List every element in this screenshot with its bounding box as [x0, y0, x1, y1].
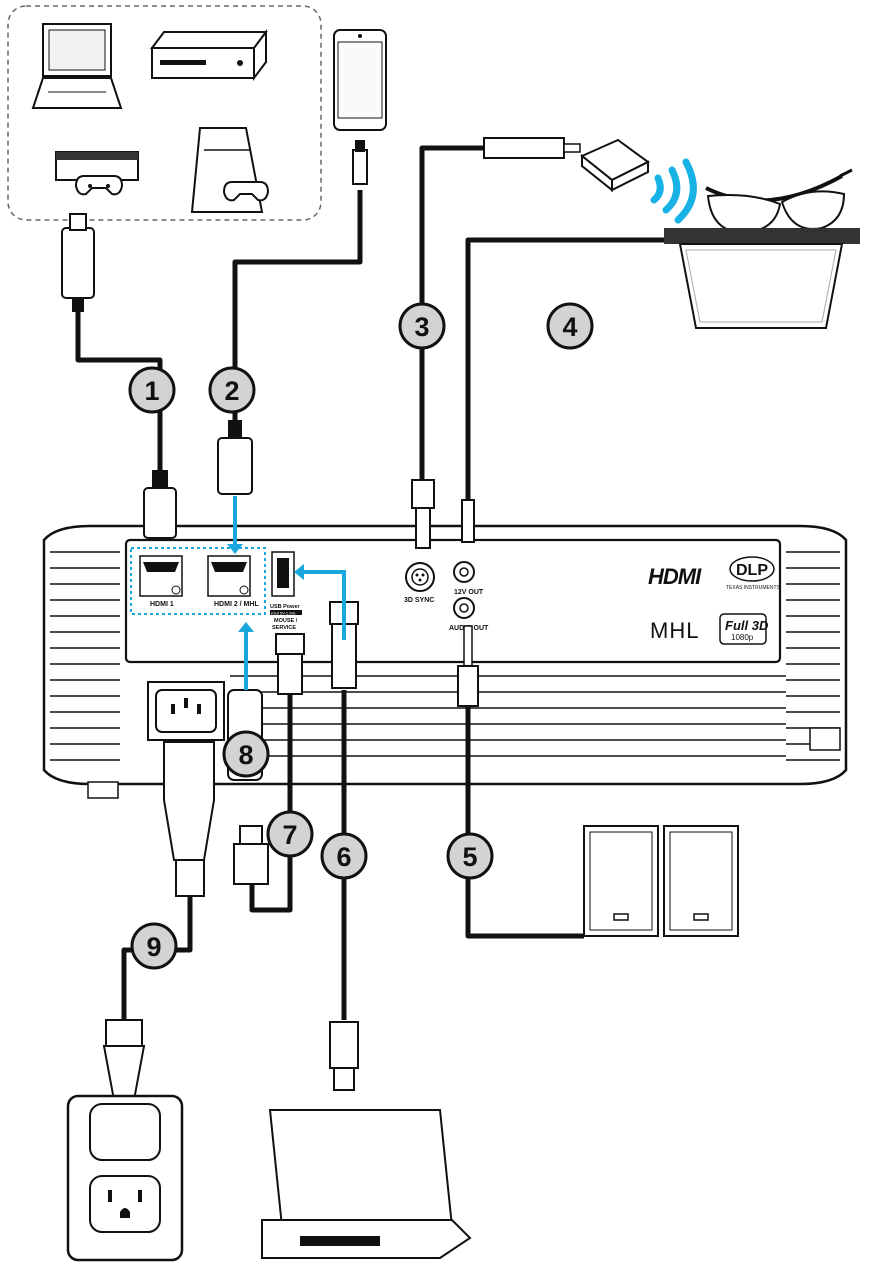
svg-text:1: 1	[144, 376, 159, 406]
badge-5: 5	[446, 832, 494, 880]
hdmi1-port-label: HDMI 1	[150, 601, 174, 608]
callout-badges: 1 2 3 4 5 6 7 8 9	[128, 302, 594, 970]
hdmi-cable-end-projector	[143, 470, 177, 539]
usb-power-port[interactable]	[271, 551, 295, 597]
svg-text:9: 9	[146, 932, 161, 962]
badge-2: 2	[208, 366, 256, 414]
usb-power-rating: (Out 5V-1.5A)	[271, 610, 296, 615]
usb-cable-plug-7	[233, 633, 305, 885]
3d-sync-label: 3D SYNC	[404, 597, 434, 604]
svg-text:2: 2	[224, 376, 239, 406]
power-cable-plug	[163, 741, 215, 897]
hdmi-logo: HDMI	[648, 564, 702, 589]
service-label: SERVICE	[272, 625, 296, 631]
badge-9: 9	[130, 922, 178, 970]
svg-text:6: 6	[336, 842, 351, 872]
dlp-logo: DLP TEXAS INSTRUMENTS	[726, 556, 781, 591]
3d-glasses-icon	[705, 168, 853, 234]
game-console-2-icon	[190, 127, 270, 213]
wall-outlet-icon	[66, 1094, 184, 1262]
hdmi2-mhl-port-label: HDMI 2 / MHL	[214, 601, 259, 608]
svg-text:7: 7	[282, 820, 297, 850]
wireless-signal-icon	[650, 158, 697, 224]
hdmi-port-highlight	[130, 547, 266, 615]
usb-power-rating-bg	[270, 610, 302, 615]
source-devices-group	[7, 5, 322, 221]
power-socket[interactable]	[147, 681, 225, 741]
game-console-icon	[55, 151, 139, 196]
svg-text:8: 8	[238, 740, 253, 770]
badge-7: 7	[266, 810, 314, 858]
audio-cable-plug	[457, 625, 479, 707]
mouse-label: MOUSE /	[274, 618, 298, 624]
svg-text:Full 3D: Full 3D	[725, 618, 769, 633]
3d-sync-cable-plug	[411, 137, 581, 549]
laptop-bottom-icon	[261, 1109, 472, 1259]
12v-out-label: 12V OUT	[454, 589, 484, 596]
badge-1: 1	[128, 366, 176, 414]
projection-screen-icon	[664, 228, 860, 329]
wall-plug	[102, 1019, 146, 1141]
12v-out-port[interactable]	[453, 561, 475, 583]
svg-text:1080p: 1080p	[731, 633, 754, 642]
3d-sync-port[interactable]	[405, 562, 435, 592]
hdmi1-port[interactable]	[139, 555, 183, 597]
cables	[75, 145, 664, 1020]
12v-cable-plug	[461, 499, 475, 543]
badge-8: 8	[222, 730, 270, 778]
hdmi-cable-end-source	[61, 213, 95, 312]
source-devices-frame	[7, 5, 322, 221]
badge-3: 3	[398, 302, 446, 350]
ti-label: TEXAS INSTRUMENTS	[726, 585, 781, 591]
laptop-icon	[31, 23, 123, 109]
svg-text:4: 4	[562, 312, 577, 342]
smartphone-icon	[333, 29, 387, 185]
projector-vents	[50, 551, 840, 761]
media-player-icon	[150, 29, 268, 81]
badge-4: 4	[546, 302, 594, 350]
mhl-logo: MHL	[650, 618, 699, 643]
full3d-logo: Full 3D 1080p	[719, 613, 769, 645]
badge-6: 6	[320, 832, 368, 880]
svg-text:DLP: DLP	[736, 562, 768, 579]
insertion-arrows	[227, 496, 346, 690]
speakers-icon	[583, 825, 739, 937]
3d-emitter-icon	[580, 138, 650, 193]
hdmi2-mhl-port[interactable]	[207, 555, 251, 597]
svg-text:5: 5	[462, 842, 477, 872]
usb-power-label: USB Power	[270, 604, 301, 610]
mhl-cable-end	[217, 420, 253, 495]
svg-text:3: 3	[414, 312, 429, 342]
audio-out-port[interactable]	[453, 597, 475, 619]
